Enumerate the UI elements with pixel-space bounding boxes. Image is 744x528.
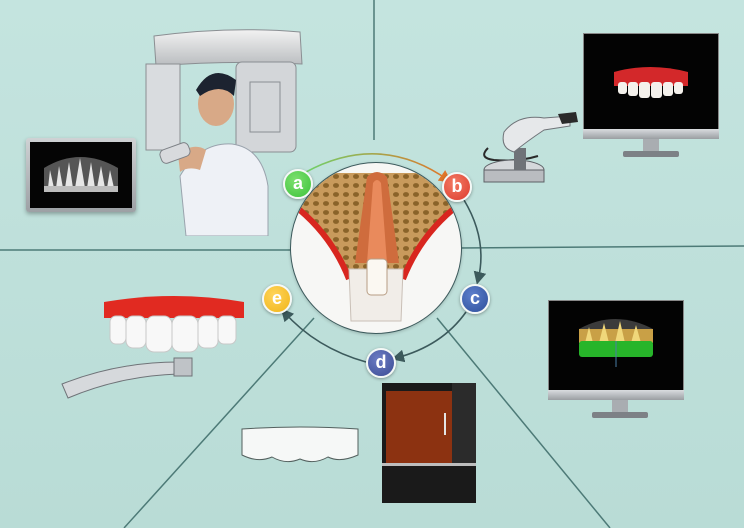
dental-handpiece-icon [61,357,193,399]
monitor-bezel [583,129,719,139]
cbct-scan-panel [140,26,310,236]
monitor-stand [592,412,648,418]
printed-guide [240,425,360,471]
step-badge-d: d [366,348,396,378]
design-monitor-screen [548,300,684,392]
gum-teeth-model-icon [104,296,244,353]
dental-handpiece [58,354,198,400]
cbct-merged-teeth-icon [579,319,653,367]
scan-monitor [583,33,719,161]
monitor-bezel [548,390,684,400]
tooth-bone-section-icon [291,172,461,322]
xray-screen [30,142,132,208]
cbct-machine-icon [145,29,303,236]
step-badge-e: e [262,284,292,314]
monitor-neck [612,400,628,412]
3d-printer [382,383,476,503]
xray-tablet [26,138,136,212]
scan-monitor-screen [583,33,719,131]
step-badge-c: c [460,284,490,314]
3d-printer-icon [382,383,476,503]
intraoral-scanner [478,108,588,190]
xray-teeth-icon [44,157,118,192]
monitor-neck [643,139,659,151]
intraoral-scanner-icon [483,112,578,183]
printed-guide-icon [241,426,359,463]
workflow-cycle-arrows [280,153,487,363]
gum-teeth-3d-model-icon [614,67,688,98]
monitor-stand [623,151,679,157]
gum-teeth-model [100,292,248,358]
tooth-cross-section [290,162,462,334]
step-badge-a: a [283,169,313,199]
design-monitor [548,300,684,430]
step-badge-b: b [442,172,472,202]
